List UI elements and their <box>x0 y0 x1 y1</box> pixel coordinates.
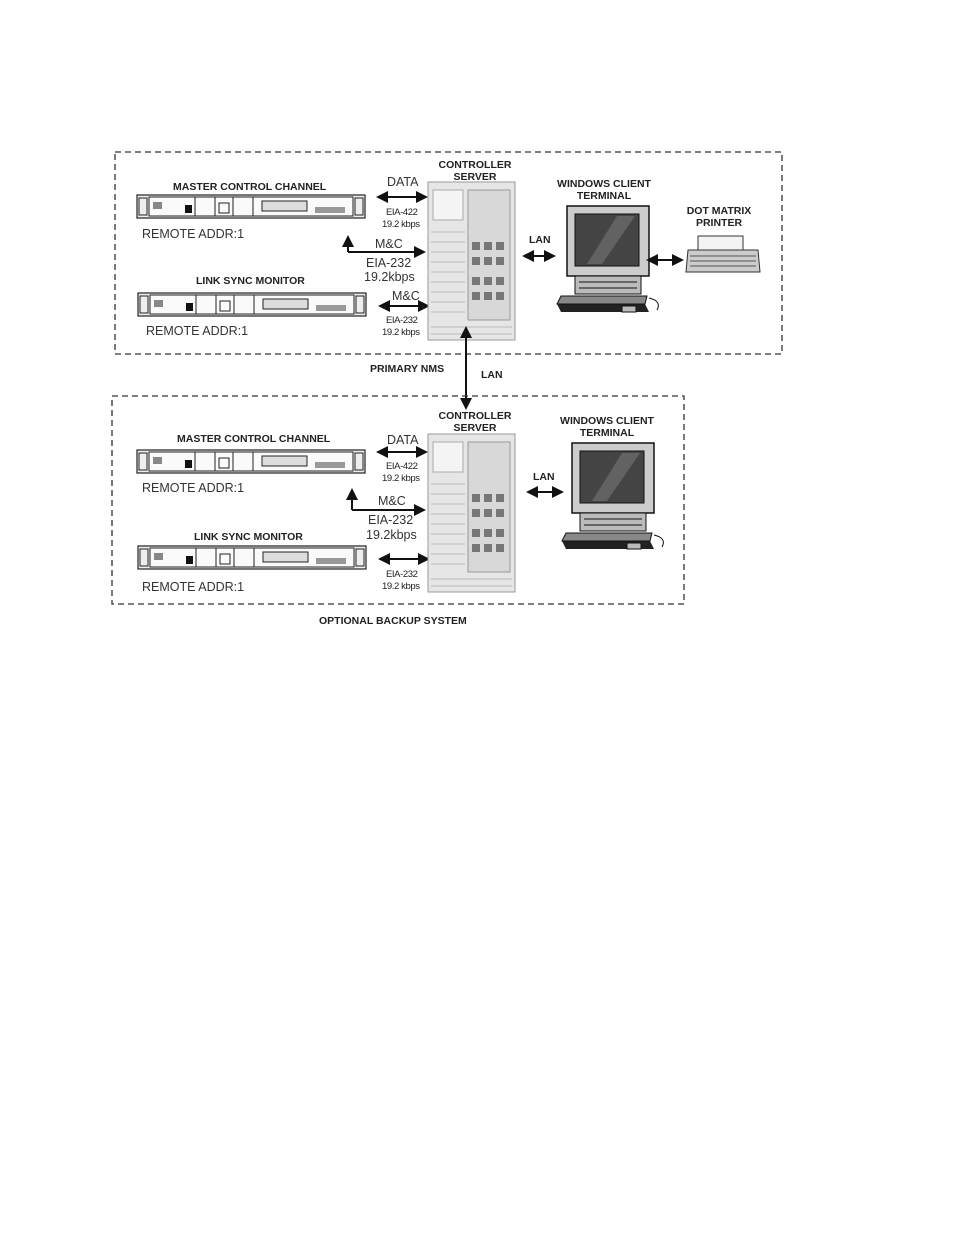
mc-label: M&C <box>392 289 420 303</box>
server-title: CONTROLLER <box>439 410 512 422</box>
lsm-title: LINK SYNC MONITOR <box>194 531 303 543</box>
mc-label: M&C <box>375 237 403 251</box>
master-control-channel-unit <box>136 194 366 219</box>
lsm-remote-addr: REMOTE ADDR:1 <box>142 580 244 594</box>
data-label: DATA <box>387 175 419 189</box>
lan-label: LAN <box>529 234 551 246</box>
eia422-label: EIA-422 <box>386 461 418 472</box>
link-sync-monitor-unit <box>137 292 367 317</box>
eia232-label: EIA-232 <box>386 315 418 326</box>
printer-title: DOT MATRIX <box>687 205 752 217</box>
server-title: CONTROLLER <box>439 159 512 171</box>
mcc-title: MASTER CONTROL CHANNEL <box>173 181 327 193</box>
eia232-label: EIA-232 <box>368 513 413 527</box>
eia232-label: EIA-232 <box>386 569 418 580</box>
backup-system-label: OPTIONAL BACKUP SYSTEM <box>319 615 467 627</box>
mcc-remote-addr: REMOTE ADDR:1 <box>142 227 244 241</box>
rate-label: 19.2 kbps <box>382 473 420 484</box>
printer-title: PRINTER <box>696 217 743 229</box>
mcc-remote-addr: REMOTE ADDR:1 <box>142 481 244 495</box>
backup-system-boundary <box>111 395 685 605</box>
rate-label: 19.2 kbps <box>382 581 420 592</box>
rate-label: 19.2kbps <box>364 270 415 284</box>
primary-nms-label: PRIMARY NMS <box>370 363 444 375</box>
data-label: DATA <box>387 433 419 447</box>
mc-label: M&C <box>378 494 406 508</box>
windows-client-terminal <box>561 442 665 550</box>
inter-lan-label: LAN <box>481 369 503 381</box>
mcc-title: MASTER CONTROL CHANNEL <box>177 433 331 445</box>
windows-client-terminal <box>556 205 660 313</box>
client-title: WINDOWS CLIENT <box>560 415 654 427</box>
client-title: WINDOWS CLIENT <box>557 178 651 190</box>
eia232-label: EIA-232 <box>366 256 411 270</box>
rate-label: 19.2 kbps <box>382 327 420 338</box>
server-title: SERVER <box>454 422 497 434</box>
client-title: TERMINAL <box>577 190 632 202</box>
lsm-remote-addr: REMOTE ADDR:1 <box>146 324 248 338</box>
lsm-title: LINK SYNC MONITOR <box>196 275 305 287</box>
master-control-channel-unit <box>136 449 366 474</box>
rate-label: 19.2kbps <box>366 528 417 542</box>
primary-nms-boundary <box>114 151 783 355</box>
eia422-label: EIA-422 <box>386 207 418 218</box>
rate-label: 19.2 kbps <box>382 219 420 230</box>
lan-label: LAN <box>533 471 555 483</box>
link-sync-monitor-unit <box>137 545 367 570</box>
client-title: TERMINAL <box>580 427 635 439</box>
controller-server <box>427 181 516 341</box>
server-title: SERVER <box>454 171 497 183</box>
dot-matrix-printer <box>685 235 761 273</box>
controller-server <box>427 433 516 593</box>
